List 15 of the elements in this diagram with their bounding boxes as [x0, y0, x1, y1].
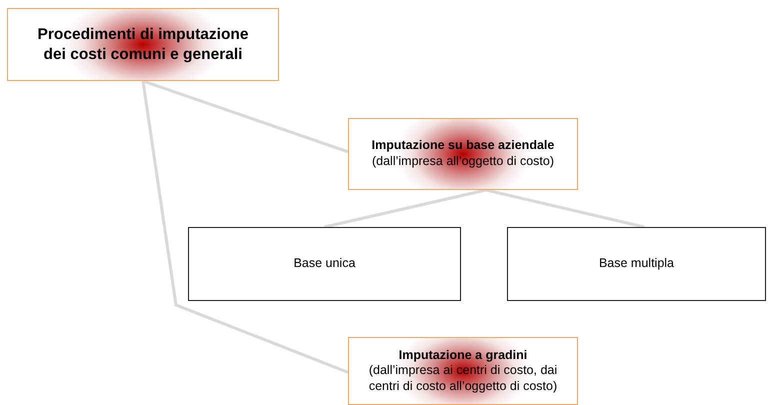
node-subtitle: (dall’impresa ai centri di costo, dai centri di costo all’oggetto di costo) [368, 363, 558, 394]
node-title: Imputazione su base aziendale [370, 138, 556, 154]
process-box [188, 227, 461, 301]
connector-line [142, 80, 349, 374]
highlighted-box [7, 8, 279, 81]
connector-line [142, 80, 348, 154]
connector-line [486, 188, 645, 228]
process-box [507, 227, 766, 301]
highlighted-box [348, 118, 578, 190]
node-title: Imputazione a gradini [398, 348, 528, 364]
highlighted-box [348, 337, 578, 405]
connector-line [324, 188, 486, 228]
node-subtitle: (dall’impresa all’oggetto di costo) [370, 154, 556, 170]
node-title: Base unica [292, 256, 356, 272]
node-title: Base multipla [598, 256, 676, 272]
